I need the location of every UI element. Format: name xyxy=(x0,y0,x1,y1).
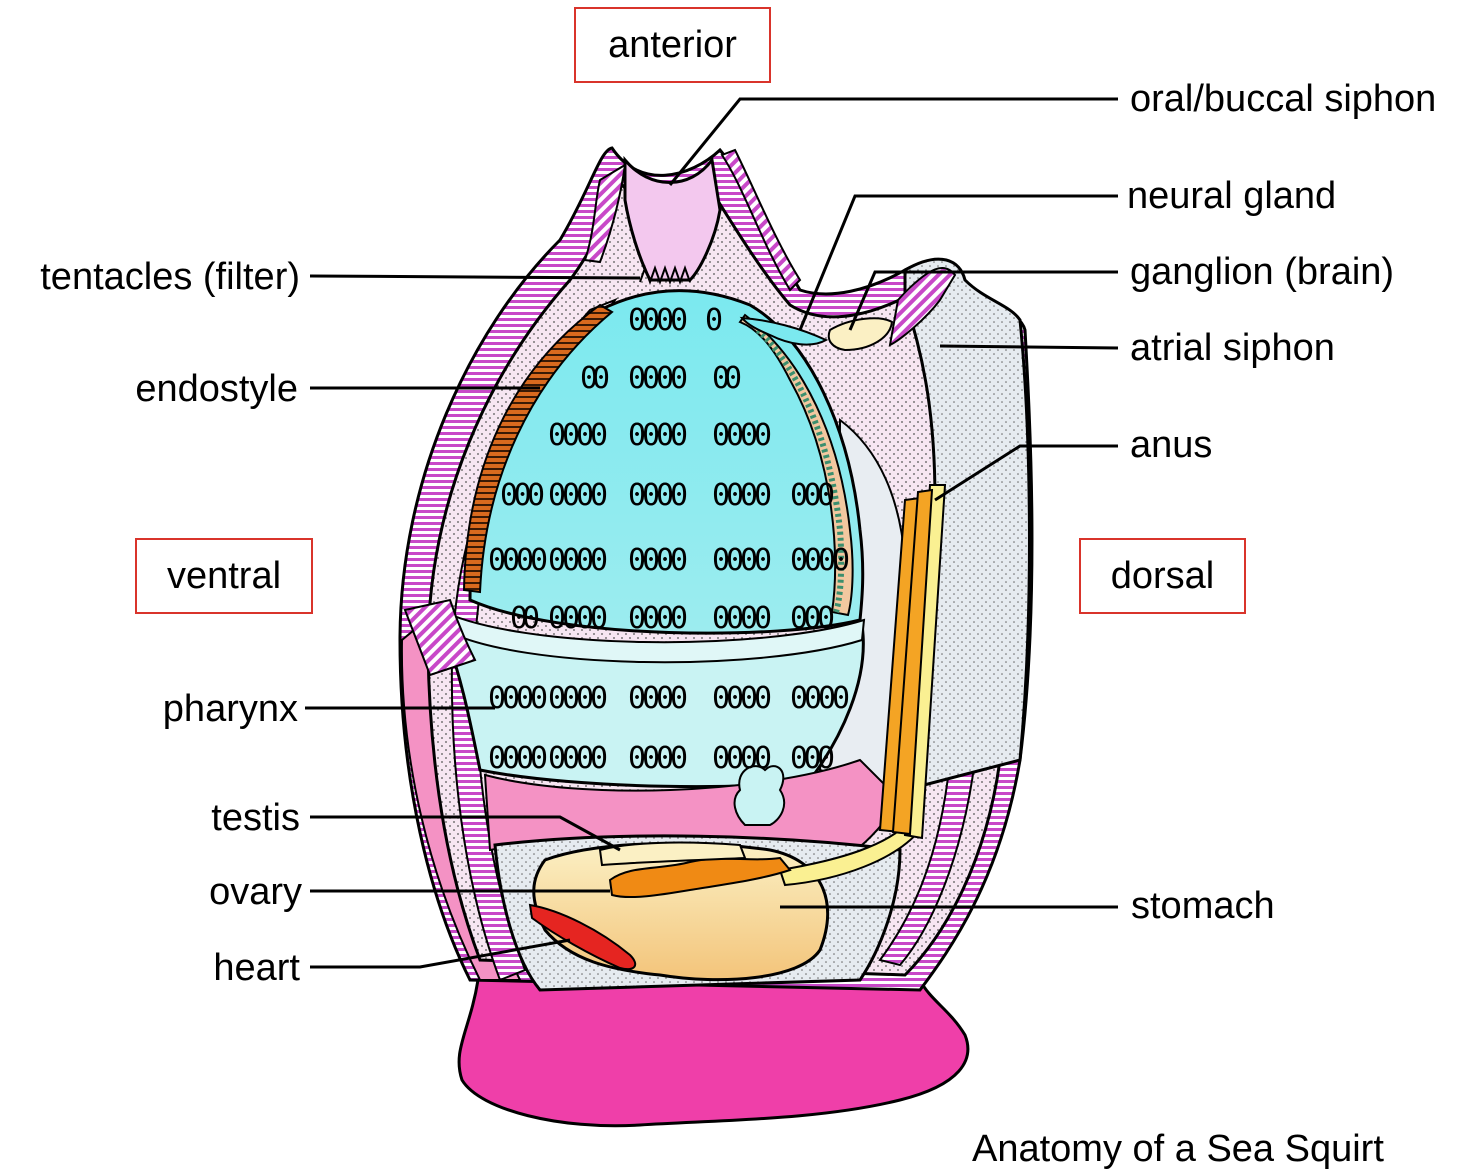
gill-slit-group: 0000 xyxy=(548,543,608,578)
label-testis: testis xyxy=(211,799,300,837)
gill-slit-group: 0000 xyxy=(712,681,772,716)
label-ganglion: ganglion (brain) xyxy=(1130,253,1394,291)
gill-slit-group: 000 xyxy=(790,601,835,636)
leader-tentacles xyxy=(310,276,640,278)
label-heart: heart xyxy=(213,949,300,987)
caption: Anatomy of a Sea Squirt xyxy=(972,1130,1384,1168)
gill-slit-group: 000 xyxy=(790,478,835,513)
gill-slit-group: 00 xyxy=(712,361,742,396)
gill-slit-group: 0 xyxy=(705,303,723,338)
gill-slit-group: 0000 xyxy=(488,681,548,716)
gill-slit-group: 000 xyxy=(790,741,835,776)
gill-slit-group: 0000 xyxy=(488,741,548,776)
gill-slit-group: 00 xyxy=(580,361,610,396)
gill-slit-group: 0000 xyxy=(548,418,608,453)
label-endostyle: endostyle xyxy=(135,370,298,408)
gill-slit-group: 0000 xyxy=(712,478,772,513)
gill-slit-group: 0000 xyxy=(712,601,772,636)
gill-slit-group: 0000 xyxy=(628,543,688,578)
label-pharynx: pharynx xyxy=(163,690,298,728)
label-ovary: ovary xyxy=(209,873,302,911)
gill-slit-group: 0000 xyxy=(790,681,850,716)
gill-slit-group: 0000 xyxy=(628,478,688,513)
gill-slit-group: 0000 xyxy=(628,303,688,338)
gill-slit-group: 0000 xyxy=(628,418,688,453)
label-neural-gland: neural gland xyxy=(1127,177,1336,215)
dorsal-box: dorsal xyxy=(1079,538,1246,614)
gill-slit-group: 0000 xyxy=(548,478,608,513)
gill-slit-group: 0000 xyxy=(548,681,608,716)
gill-slit-group: 0000 xyxy=(628,681,688,716)
gill-slit-group: 0000 xyxy=(488,543,548,578)
gill-slit-group: 0000 xyxy=(548,741,608,776)
label-tentacles: tentacles (filter) xyxy=(40,258,300,296)
base-foot xyxy=(459,980,968,1126)
gill-slit-group: 0000 xyxy=(712,543,772,578)
anterior-box: anterior xyxy=(574,7,771,83)
label-oral-siphon: oral/buccal siphon xyxy=(1130,80,1436,118)
gill-slit-group: 0000 xyxy=(712,741,772,776)
leader-atrial-siphon xyxy=(940,346,1118,348)
label-stomach: stomach xyxy=(1131,887,1275,925)
gill-slit-group: 0000 xyxy=(548,601,608,636)
label-atrial-siphon: atrial siphon xyxy=(1130,329,1335,367)
label-anus: anus xyxy=(1130,426,1212,464)
gill-slit-group: 0000 xyxy=(628,601,688,636)
gill-slit-group: 0000 xyxy=(628,741,688,776)
gill-slit-group: 000 xyxy=(500,478,545,513)
gill-slit-group: 0000 xyxy=(790,543,850,578)
ventral-box: ventral xyxy=(135,538,313,614)
gill-slit-group: 00 xyxy=(510,601,540,636)
gill-slit-group: 0000 xyxy=(712,418,772,453)
gill-slit-group: 0000 xyxy=(628,361,688,396)
